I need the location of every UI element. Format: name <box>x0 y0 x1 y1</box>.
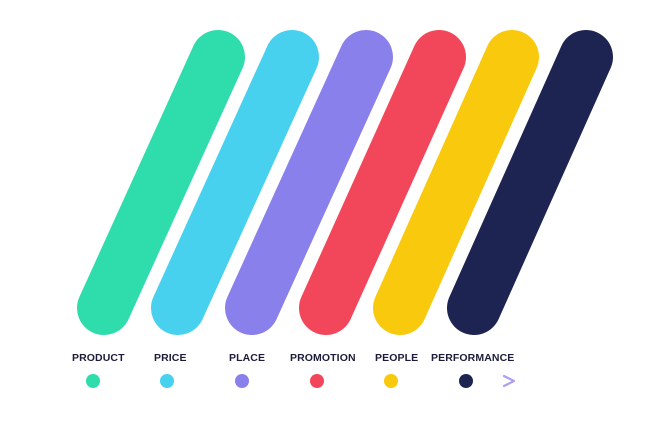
pill-promotion <box>299 30 466 335</box>
label-price: PRICE <box>154 352 187 364</box>
label-performance: PERFORMANCE <box>431 352 515 364</box>
timeline-dot-promotion <box>310 374 324 388</box>
label-promotion: PROMOTION <box>290 352 356 364</box>
label-product: PRODUCT <box>72 352 125 364</box>
timeline-dot-place <box>235 374 249 388</box>
arrow-right-icon <box>502 374 516 388</box>
pill-price <box>151 30 319 335</box>
label-people: PEOPLE <box>375 352 419 364</box>
timeline-dot-price <box>160 374 174 388</box>
label-place: PLACE <box>229 352 266 364</box>
pill-people <box>373 30 539 335</box>
timeline-dot-product <box>86 374 100 388</box>
timeline-dot-people <box>384 374 398 388</box>
timeline-dot-performance <box>459 374 473 388</box>
pill-place <box>225 30 393 335</box>
pill-product <box>77 30 245 335</box>
